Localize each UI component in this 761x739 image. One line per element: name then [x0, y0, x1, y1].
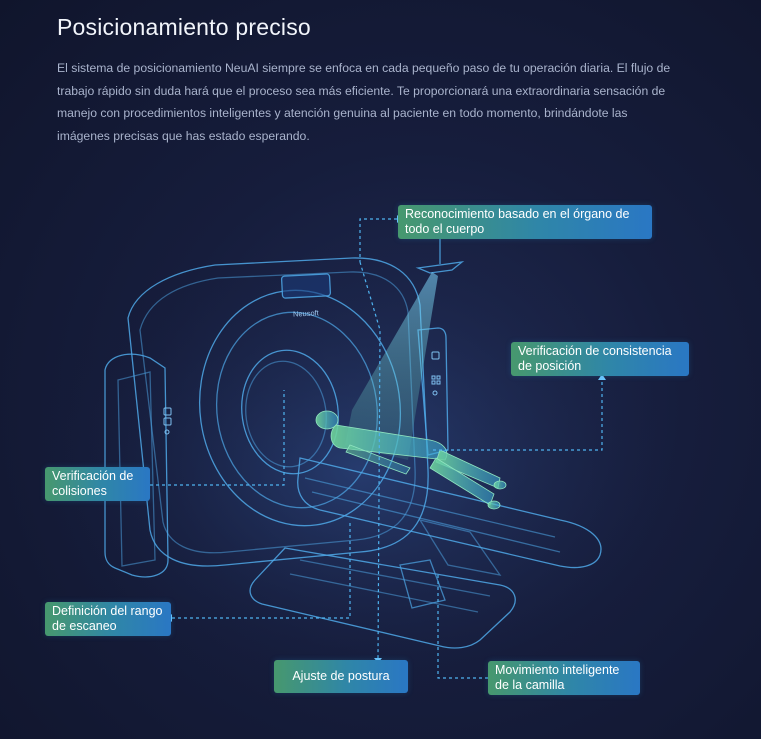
gantry-housing: [127, 257, 429, 567]
patient-couch: [297, 457, 602, 569]
camera-beam: [345, 272, 438, 460]
overhead-camera: [415, 261, 465, 274]
scanner-brand: Neusoft: [293, 308, 320, 318]
connector-table: [437, 575, 488, 679]
connector-posture: [359, 261, 381, 659]
label-smart-table: Movimiento inteligente de la camilla: [488, 661, 640, 695]
page-title: Posicionamiento preciso: [57, 14, 311, 40]
label-posture-adjust: Ajuste de postura: [274, 660, 408, 693]
connector-consistency: [430, 376, 603, 451]
label-collision-check: Verificación de colisiones: [45, 467, 150, 501]
label-organ-recognition: Reconocimiento basado en el órgano de to…: [398, 205, 652, 239]
label-scan-range: Definición del rango de escaneo: [45, 602, 171, 636]
connector-organ: [359, 218, 397, 262]
gantry-left-panel: [104, 353, 169, 578]
connector-collision: [150, 390, 285, 486]
connector-lines: [150, 218, 603, 679]
gantry-right-panel: [417, 327, 449, 456]
page-description: El sistema de posicionamiento NeuAI siem…: [57, 61, 671, 143]
label-position-consistency: Verificación de consistencia de posición: [511, 342, 689, 376]
couch-base: [249, 547, 516, 649]
patient-figure: [315, 410, 507, 510]
